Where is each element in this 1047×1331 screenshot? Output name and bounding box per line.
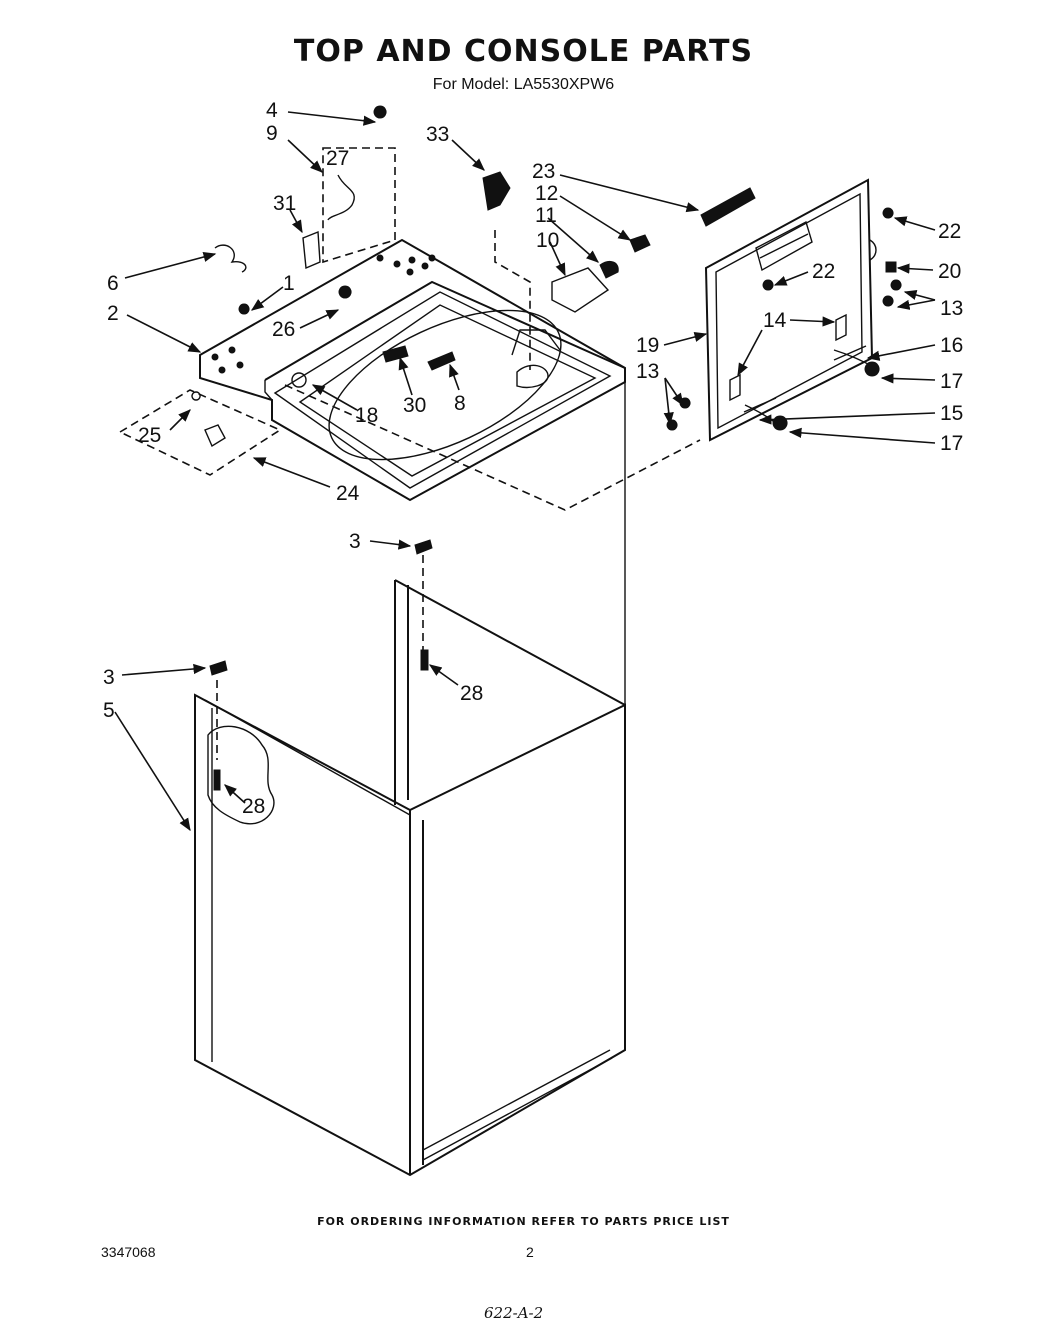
callout-27: 27	[326, 147, 349, 170]
callout-17b: 17	[940, 432, 963, 455]
callout-3a: 3	[349, 530, 361, 553]
cabinet	[194, 380, 626, 1177]
small-parts	[118, 105, 902, 791]
page-title: TOP AND CONSOLE PARTS	[293, 34, 754, 69]
top-panel	[199, 230, 701, 511]
callout-31: 31	[273, 192, 296, 215]
callout-16: 16	[940, 334, 963, 357]
callout-3b: 3	[103, 666, 115, 689]
callout-6: 6	[107, 272, 119, 295]
callout-22a: 22	[938, 220, 961, 243]
callout-9: 9	[266, 122, 278, 145]
callout-2: 2	[107, 302, 119, 325]
callout-25: 25	[138, 424, 161, 447]
model-subtitle: For Model: LA5530XPW6	[432, 76, 615, 93]
callout-labels: 4 9 27 33 23 12 11 10 31 6 1 2 26 18 30 …	[103, 99, 963, 818]
callout-18: 18	[355, 404, 378, 427]
callout-1: 1	[283, 272, 295, 295]
callout-5: 5	[103, 699, 115, 722]
callout-17a: 17	[940, 370, 963, 393]
callout-13b: 13	[636, 360, 659, 383]
callout-8: 8	[454, 392, 466, 415]
callout-26: 26	[272, 318, 295, 341]
callout-28a: 28	[460, 682, 483, 705]
callout-22b: 22	[812, 260, 835, 283]
callout-pointers	[114, 111, 936, 832]
ordering-note: FOR ORDERING INFORMATION REFER TO PARTS …	[317, 1215, 730, 1228]
callout-12: 12	[535, 182, 558, 205]
doc-number: 3347068	[101, 1244, 156, 1260]
callout-11: 11	[535, 204, 557, 227]
callout-30: 30	[403, 394, 426, 417]
callout-15: 15	[940, 402, 963, 425]
callout-23: 23	[532, 160, 555, 183]
callout-13a: 13	[940, 297, 963, 320]
callout-24: 24	[336, 482, 360, 505]
callout-10: 10	[536, 229, 559, 252]
callout-19: 19	[636, 334, 659, 357]
callout-14: 14	[763, 309, 787, 332]
callout-33: 33	[426, 123, 449, 146]
page-number: 2	[526, 1244, 534, 1260]
callout-28b: 28	[242, 795, 265, 818]
handwritten-code: 622-A-2	[484, 1304, 544, 1322]
callout-20: 20	[938, 260, 961, 283]
callout-4: 4	[266, 99, 278, 122]
console	[704, 178, 877, 442]
